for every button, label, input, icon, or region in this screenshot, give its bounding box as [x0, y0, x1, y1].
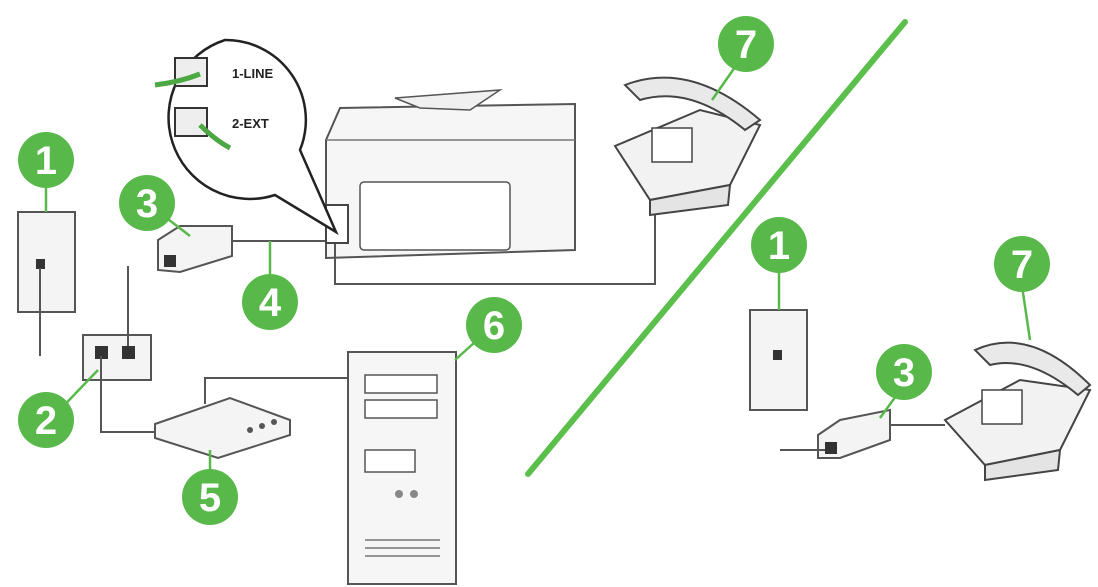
modem: [154, 396, 291, 460]
callout-label: 3: [136, 182, 158, 226]
parallel-splitter-left: [157, 225, 330, 274]
wall-jack-right: [749, 309, 808, 411]
callout-dsl-splitter: 2: [18, 369, 99, 448]
cable-splitter-to-modem: [100, 356, 155, 433]
callout-label: 7: [735, 23, 757, 67]
printer: [325, 89, 576, 260]
adapter-right: [780, 408, 945, 459]
divider-line: [525, 19, 908, 477]
callout-label: 2: [35, 399, 57, 443]
port-zoom: 1-LINE 2-EXT: [154, 38, 339, 236]
callout-parallel-splitter: 3: [119, 175, 191, 237]
callout-modem: 5: [182, 450, 238, 525]
telephone-left: [613, 76, 762, 217]
telephone-right: [943, 341, 1092, 482]
dsl-splitter: [82, 266, 152, 381]
callout-phone-cord: 4: [242, 241, 298, 330]
callout-telephone-right: 7: [994, 236, 1050, 341]
cable-modem-to-computer: [204, 377, 350, 404]
callout-label: 7: [1011, 243, 1033, 287]
callout-wall-jack-right: 1: [751, 217, 807, 310]
callout-telephone-left: 7: [710, 16, 774, 101]
wall-jack-left: [17, 211, 76, 356]
port-label-line: 1-LINE: [232, 66, 274, 81]
callout-label: 3: [893, 351, 915, 395]
callout-wall-jack-left: 1: [18, 132, 74, 212]
callout-label: 1: [768, 224, 790, 268]
callout-label: 6: [483, 304, 505, 348]
callout-label: 1: [35, 139, 57, 183]
phone-cord-to-telephone: [334, 196, 656, 285]
callout-adapter-right: 3: [876, 344, 932, 419]
callout-label: 4: [259, 281, 282, 325]
port-label-ext: 2-EXT: [232, 116, 269, 131]
computer: [347, 351, 457, 585]
callout-label: 5: [199, 476, 221, 520]
callout-computer: 6: [454, 297, 522, 361]
